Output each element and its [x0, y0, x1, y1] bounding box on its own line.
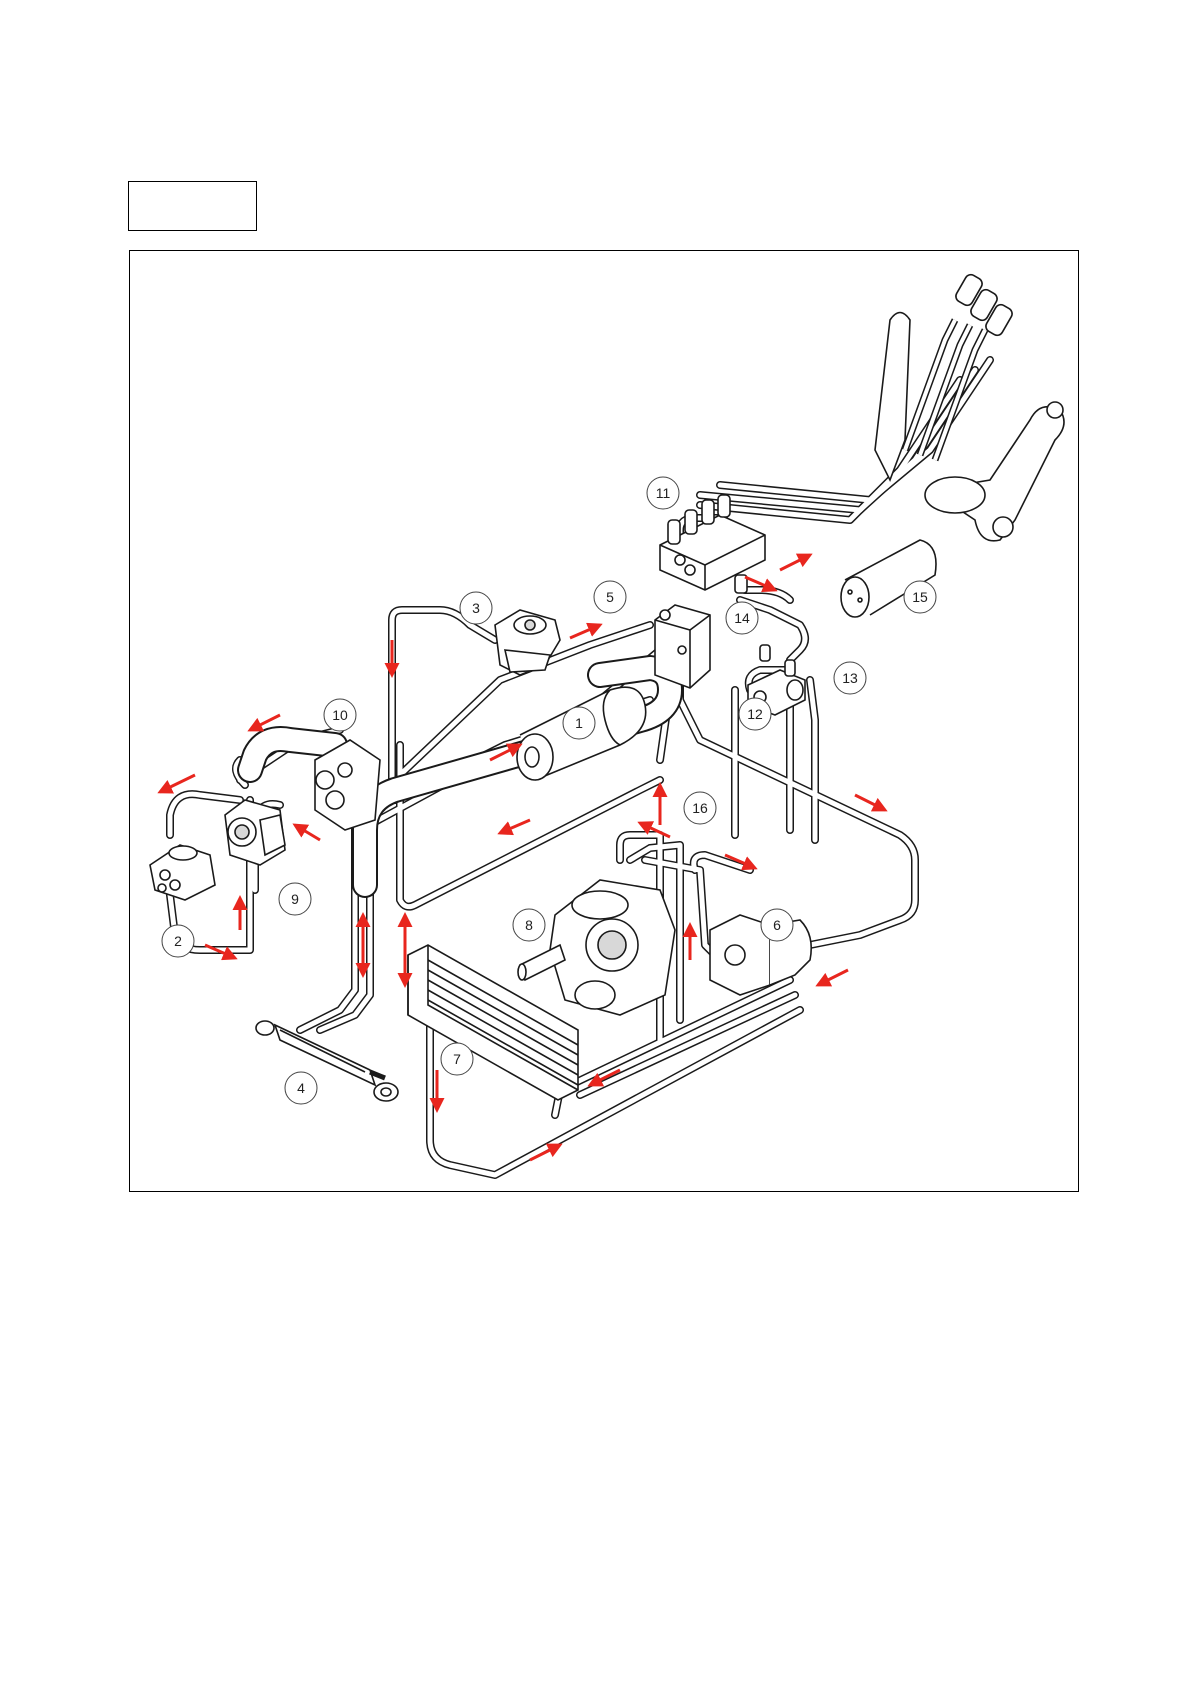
- callout-label: 2: [174, 933, 182, 949]
- callout-label: 5: [606, 589, 614, 605]
- steering-unit-component: [150, 845, 215, 900]
- callout-label: 8: [525, 917, 533, 933]
- hydraulic-cylinder-component: [256, 1021, 398, 1101]
- callout-2: 2: [162, 925, 194, 957]
- callout-label: 12: [747, 706, 763, 722]
- callout-label: 4: [297, 1080, 305, 1096]
- callout-label: 14: [734, 610, 750, 626]
- callout-label: 13: [842, 670, 858, 686]
- callout-label: 3: [472, 600, 480, 616]
- callout-label: 15: [912, 589, 928, 605]
- callout-label: 16: [692, 800, 708, 816]
- callout-4: 4: [285, 1072, 317, 1104]
- pump-component: [495, 610, 560, 675]
- lever-assembly-component: [875, 273, 1064, 541]
- callout-label: 9: [291, 891, 299, 907]
- callout-10: 10: [324, 699, 356, 731]
- pipes: [170, 360, 990, 1175]
- callout-label: 7: [453, 1051, 461, 1067]
- gearbox-component: [518, 880, 675, 1015]
- callout-6: 6: [761, 909, 793, 941]
- callout-7: 7: [441, 1043, 473, 1075]
- gear-pump-component: [225, 800, 285, 865]
- callout-label: 6: [773, 917, 781, 933]
- callout-15: 15: [904, 581, 936, 613]
- callout-16: 16: [684, 792, 716, 824]
- callout-9: 9: [279, 883, 311, 915]
- callout-8: 8: [513, 909, 545, 941]
- valve-block-component: [655, 605, 710, 688]
- callout-14: 14: [726, 602, 758, 634]
- callout-1: 1: [563, 707, 595, 739]
- callout-5: 5: [594, 581, 626, 613]
- callout-11: 11: [647, 477, 679, 509]
- callout-label: 1: [575, 715, 583, 731]
- callout-label: 11: [656, 485, 671, 501]
- callout-label: 10: [332, 707, 348, 723]
- callout-13: 13: [834, 662, 866, 694]
- callout-3: 3: [460, 592, 492, 624]
- callout-12: 12: [739, 698, 771, 730]
